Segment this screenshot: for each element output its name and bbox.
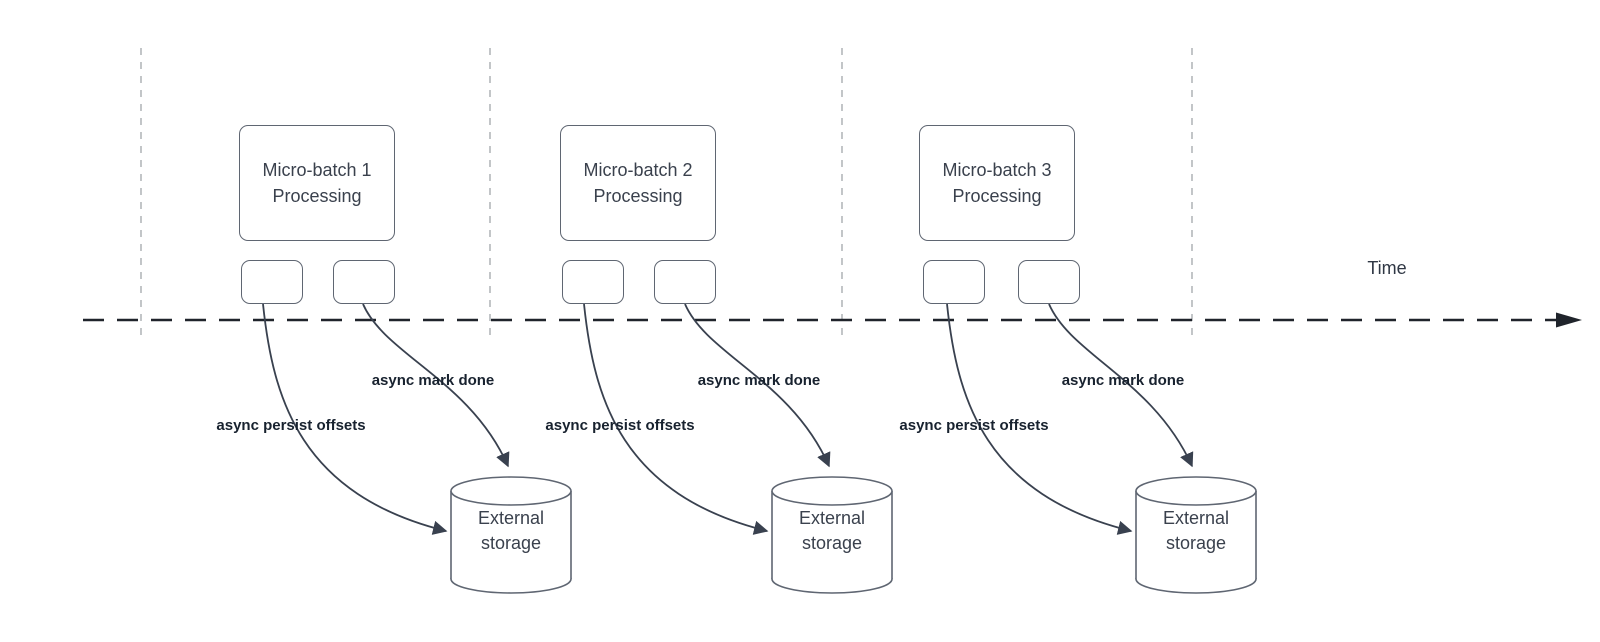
mark-done-arrow-2 (684, 303, 831, 468)
time-label: Time (1367, 258, 1407, 278)
micro-batch-1-title-line1: Micro-batch 1 (262, 160, 372, 180)
persist-offsets-task-box-2 (562, 260, 624, 304)
mark-done-label-1: async mark done (371, 372, 495, 389)
persist-offsets-arrow-3 (946, 303, 1133, 535)
mark-done-arrow-3 (1048, 303, 1194, 468)
external-storage-label-3-line2: storage (1165, 533, 1227, 553)
persist-offsets-label-1: async persist offsets (216, 417, 366, 434)
timeline-arrow-icon (1556, 312, 1582, 328)
external-storage-label-1-line2: storage (480, 533, 542, 553)
micro-batch-2-title-line1: Micro-batch 2 (583, 160, 693, 180)
external-storage-cylinder-1 (450, 476, 572, 594)
mark-done-arrow-1 (362, 303, 510, 468)
external-storage-label-1-line1: External (477, 508, 545, 528)
persist-offsets-arrow-1 (262, 303, 448, 535)
persist-offsets-task-box-1 (241, 260, 303, 304)
micro-batch-3-box: Micro-batch 3 Processing (919, 125, 1075, 241)
persist-offsets-arrow-2 (583, 303, 769, 535)
mark-done-label-2: async mark done (697, 372, 821, 389)
mark-done-task-box-1 (333, 260, 395, 304)
mark-done-task-box-3 (1018, 260, 1080, 304)
micro-batch-2-box: Micro-batch 2 Processing (560, 125, 716, 241)
external-storage-label-3-line1: External (1162, 508, 1230, 528)
micro-batch-1-title-line2: Processing (272, 186, 362, 206)
persist-offsets-label-2: async persist offsets (545, 417, 695, 434)
persist-offsets-label-3: async persist offsets (899, 417, 1049, 434)
micro-batch-3-title-line1: Micro-batch 3 (942, 160, 1052, 180)
external-storage-label-2-line1: External (798, 508, 866, 528)
external-storage-cylinder-3 (1135, 476, 1257, 594)
mark-done-label-3: async mark done (1061, 372, 1185, 389)
micro-batch-3-title-line2: Processing (952, 186, 1042, 206)
external-storage-label-2-line2: storage (801, 533, 863, 553)
external-storage-cylinder-2 (771, 476, 893, 594)
micro-batch-2-title-line2: Processing (593, 186, 683, 206)
mark-done-task-box-2 (654, 260, 716, 304)
persist-offsets-task-box-3 (923, 260, 985, 304)
external-storage-label-3: External storage (1136, 487, 1256, 575)
micro-batch-1-box: Micro-batch 1 Processing (239, 125, 395, 241)
external-storage-label-1: External storage (451, 487, 571, 575)
external-storage-label-2: External storage (772, 487, 892, 575)
